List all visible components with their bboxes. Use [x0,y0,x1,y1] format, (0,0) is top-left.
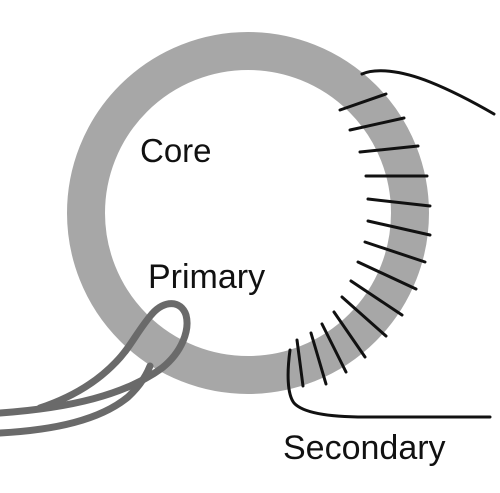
secondary-lead-bottom [286,348,492,419]
secondary-winding-turns [295,92,432,388]
core-ring [67,32,429,394]
primary-winding-lead-inner [0,362,154,437]
secondary-lead-top [360,69,496,116]
core-label: Core [140,132,212,169]
primary-winding-loop [36,310,156,412]
primary-winding-lead-outer [0,300,191,417]
primary-label: Primary [148,258,266,296]
secondary-label: Secondary [283,429,446,467]
